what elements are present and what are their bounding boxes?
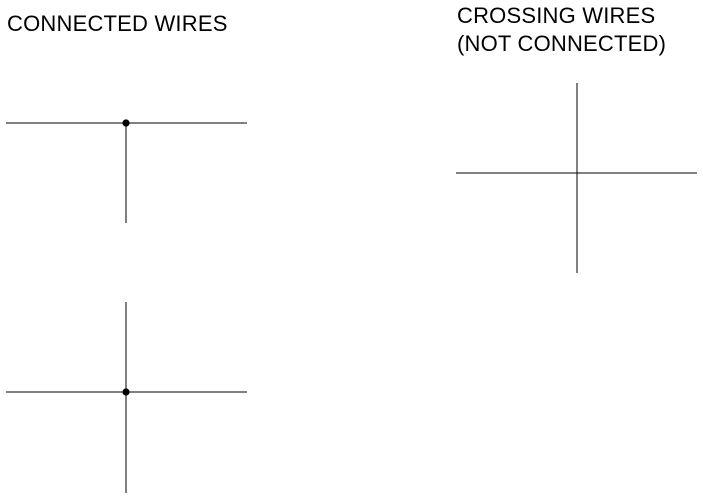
crossing-wires-title: CROSSING WIRES (NOT CONNECTED) (457, 2, 666, 58)
crossing-wires-symbol (456, 83, 697, 273)
four-way-junction-symbol (6, 302, 247, 493)
t-junction-connection-dot (122, 119, 130, 127)
crossing-wires-title-line-1: CROSSING WIRES (457, 3, 656, 28)
t-junction-symbol (6, 119, 247, 223)
four-way-junction-connection-dot (122, 388, 130, 396)
crossing-wires-title-line-2: (NOT CONNECTED) (457, 31, 667, 56)
connected-wires-title: CONNECTED WIRES (7, 11, 228, 36)
